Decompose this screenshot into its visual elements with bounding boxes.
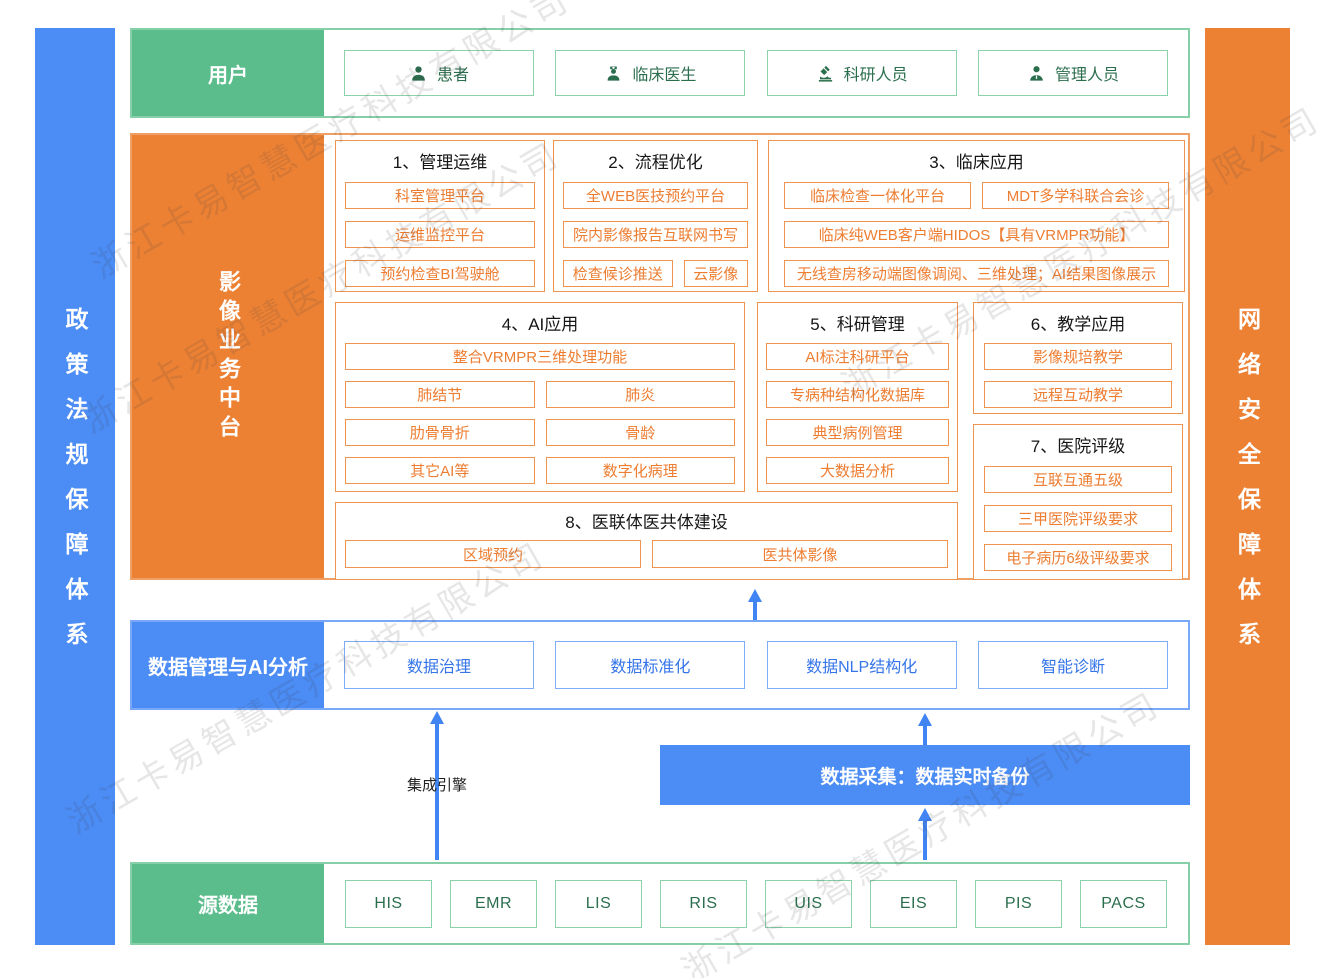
item-box: AI标注科研平台 [766,343,949,370]
item-box: 影像规培教学 [984,343,1172,370]
doctor-icon [604,64,623,83]
section-clinical-application: 3、临床应用 临床检查一体化平台 MDT多学科联合会诊 临床纯WEB客户端HID… [768,140,1185,292]
item-box: 无线查房移动端图像调阅、三维处理；AI结果图像展示 [784,260,1169,287]
source-system-ris: RIS [660,879,747,928]
data-management-items: 数据治理 数据标准化 数据NLP结构化 智能诊断 [324,622,1188,708]
item-box: 三甲医院评级要求 [984,505,1172,532]
item-box: 专病种结构化数据库 [766,381,949,408]
source-data-band: 源数据 HIS EMR LIS RIS UIS EIS PIS PACS [130,862,1190,945]
item-box: 肋骨骨折 [345,419,535,446]
item-box: 电子病历6级评级要求 [984,544,1172,571]
item-box: MDT多学科联合会诊 [982,182,1169,209]
section-title: 6、教学应用 [1030,315,1126,334]
item-box: 其它AI等 [345,457,535,484]
item-box: 肺炎 [545,381,735,408]
data-management-band: 数据管理与AI分析 数据治理 数据标准化 数据NLP结构化 智能诊断 [130,620,1190,710]
item-box: 骨龄 [545,419,735,446]
imaging-band-label: 影像业务中台 [132,135,324,578]
network-security-bar: 网络安全保障体系 [1205,28,1290,945]
arrow-up-to-imaging [753,601,757,620]
item-box: 检查候诊推送 [563,260,673,287]
user-item-label: 临床医生 [632,67,697,84]
section-title: 8、医联体医共体建设 [565,513,728,532]
item-box: 肺结节 [345,381,535,408]
source-system-emr: EMR [450,879,537,928]
microscope-icon [816,64,835,83]
section-title: 2、流程优化 [608,153,703,172]
policy-regulation-bar: 政策法规保障体系 [35,28,115,945]
section-hospital-rating: 7、医院评级 互联互通五级 三甲医院评级要求 电子病历6级评级要求 [973,424,1183,580]
item-box: 数据治理 [344,641,534,689]
source-data-items: HIS EMR LIS RIS UIS EIS PIS PACS [324,864,1188,943]
item-box: 大数据分析 [766,457,949,484]
source-data-band-label: 源数据 [132,864,324,943]
item-box: 科室管理平台 [345,182,535,209]
section-title: 7、医院评级 [1030,437,1126,456]
item-box: 云影像 [683,260,748,287]
source-system-pacs: PACS [1080,879,1167,928]
section-title: 4、AI应用 [501,315,579,334]
arrow-integration-engine [435,723,439,860]
section-teaching-application: 6、教学应用 影像规培教学 远程互动教学 [973,302,1183,414]
arrow-source-to-collection [923,820,927,860]
source-system-eis: EIS [870,879,957,928]
users-band: 用户 患者 临床医生 科研人员 [130,28,1190,118]
source-system-his: HIS [345,879,432,928]
item-box: 整合VRMPR三维处理功能 [345,343,735,370]
item-box: 临床纯WEB客户端HIDOS【具有VRMPR功能】 [784,221,1169,248]
section-title: 3、临床应用 [929,153,1024,172]
user-item-label: 科研人员 [843,67,908,84]
item-box: 全WEB医技预约平台 [563,182,748,209]
policy-regulation-label: 政策法规保障体系 [62,306,88,667]
item-box: 智能诊断 [977,641,1168,689]
user-item-clinician: 临床医生 [555,50,746,96]
imaging-band-label-text: 影像业务中台 [216,269,241,444]
integration-engine-label: 集成引擎 [406,777,468,794]
manager-icon [1027,64,1046,83]
source-system-uis: UIS [765,879,852,928]
item-box: 互联互通五级 [984,466,1172,493]
data-management-band-label: 数据管理与AI分析 [132,622,324,708]
user-item-researcher: 科研人员 [766,50,957,96]
section-title: 1、管理运维 [392,153,488,172]
arrow-collection-to-data-mgmt [923,725,927,745]
item-box: 数据NLP结构化 [766,641,957,689]
item-box: 远程互动教学 [984,381,1172,408]
section-medical-alliance: 8、医联体医共体建设 区域预约 医共体影像 [335,502,958,580]
item-box: 院内影像报告互联网书写 [563,221,748,248]
user-item-patient: 患者 [344,50,534,96]
data-collection-box: 数据采集：数据实时备份 [660,745,1190,805]
item-box: 典型病例管理 [766,419,949,446]
item-box: 预约检查BI驾驶舱 [345,260,535,287]
item-box: 医共体影像 [652,540,948,568]
network-security-label: 网络安全保障体系 [1234,306,1261,667]
imaging-band: 影像业务中台 1、管理运维 科室管理平台 运维监控平台 预约检查BI驾驶舱 2、… [130,133,1190,580]
user-item-manager: 管理人员 [977,50,1168,96]
users-band-label: 用户 [132,30,324,116]
item-box: 数据标准化 [555,641,746,689]
section-ai-application: 4、AI应用 整合VRMPR三维处理功能 肺结节 肺炎 肋骨骨折 骨龄 其它AI… [335,302,745,492]
source-system-pis: PIS [975,879,1062,928]
section-management-ops: 1、管理运维 科室管理平台 运维监控平台 预约检查BI驾驶舱 [335,140,545,292]
item-box: 区域预约 [345,540,641,568]
user-item-label: 管理人员 [1054,67,1119,84]
section-title: 5、科研管理 [810,315,905,334]
item-box: 数字化病理 [545,457,735,484]
source-system-lis: LIS [555,879,642,928]
item-box: 运维监控平台 [345,221,535,248]
item-box: 临床检查一体化平台 [784,182,971,209]
patient-icon [409,64,428,83]
section-research-management: 5、科研管理 AI标注科研平台 专病种结构化数据库 典型病例管理 大数据分析 [757,302,958,492]
user-item-label: 患者 [436,67,469,84]
users-items: 患者 临床医生 科研人员 管理人员 [324,30,1188,116]
section-process-optimization: 2、流程优化 全WEB医技预约平台 院内影像报告互联网书写 检查候诊推送 云影像 [553,140,758,292]
